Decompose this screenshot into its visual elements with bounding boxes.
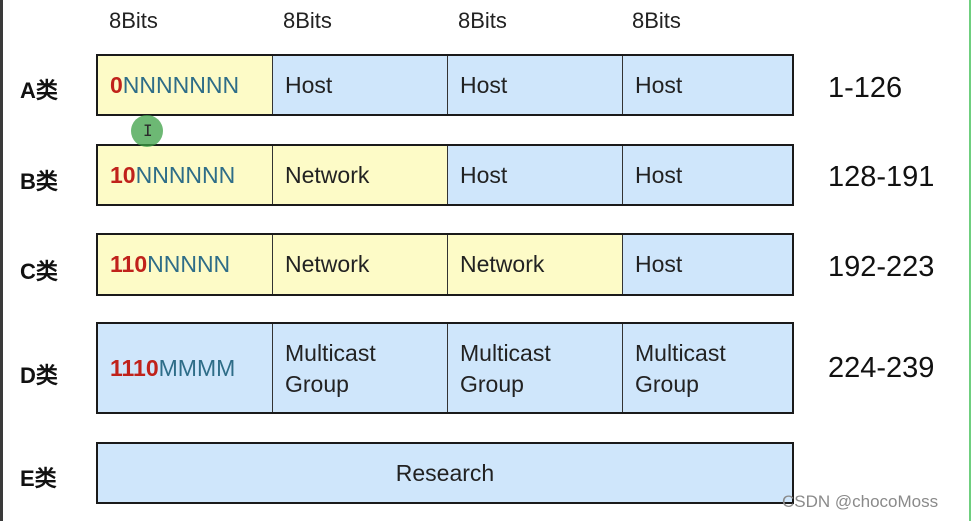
class-d-octet-4-line1: Multicast — [635, 340, 726, 366]
class-b-range: 128-191 — [828, 161, 935, 193]
class-c-label: C类 — [20, 259, 58, 284]
class-b-octet-4: Host — [623, 146, 792, 204]
class-d-octet-4-line2: Group — [635, 371, 699, 397]
class-d-octet-3-line1: Multicast — [460, 340, 551, 366]
class-a-octet-4: Host — [623, 56, 792, 114]
class-d-octet-3-line2: Group — [460, 371, 524, 397]
class-a-octet-2: Host — [273, 56, 448, 114]
cursor-highlight — [131, 115, 163, 147]
window-left-border — [0, 0, 3, 521]
bits-header-2: 8Bits — [283, 8, 332, 33]
class-d-octet-2-line2: Group — [285, 371, 349, 397]
bits-header-4: 8Bits — [632, 8, 681, 33]
class-a-range: 1-126 — [828, 72, 903, 104]
class-a-network-bits: NNNNNNN — [122, 71, 240, 98]
class-e-row: Research — [96, 442, 794, 504]
class-e-research: Research — [98, 444, 792, 502]
class-e-label: E类 — [20, 466, 57, 491]
class-a-octet-3: Host — [448, 56, 623, 114]
class-d-label: D类 — [20, 363, 58, 388]
class-d-prefix-bits: 1110 — [110, 354, 159, 381]
class-d-octet-2-line1: Multicast — [285, 340, 376, 366]
class-d-range: 224-239 — [828, 352, 935, 384]
class-d-octet-4: Multicast Group — [623, 324, 792, 412]
class-c-network-bits: NNNNN — [147, 251, 231, 277]
text-cursor-icon: I — [143, 121, 153, 140]
class-a-prefix-bits: 0 — [110, 71, 123, 98]
class-c-octet-2: Network — [273, 235, 448, 294]
bits-header-3: 8Bits — [458, 8, 507, 33]
class-b-prefix-bits: 10 — [110, 161, 136, 188]
class-b-label: B类 — [20, 169, 58, 194]
class-c-octet-3: Network — [448, 235, 623, 294]
class-d-group-bits: MMMM — [158, 354, 236, 381]
class-c-range: 192-223 — [828, 251, 935, 283]
class-b-octet-2: Network — [273, 146, 448, 204]
class-b-network-bits: NNNNNN — [135, 161, 236, 188]
class-b-octet-3: Host — [448, 146, 623, 204]
class-d-octet-2: Multicast Group — [273, 324, 448, 412]
class-c-prefix-bits: 110 — [110, 251, 148, 277]
window-right-border — [969, 0, 971, 521]
class-d-octet-3: Multicast Group — [448, 324, 623, 412]
class-c-octet-4: Host — [623, 235, 792, 294]
watermark: CSDN @chocoMoss — [782, 492, 939, 511]
bits-header-1: 8Bits — [109, 8, 158, 33]
class-a-label: A类 — [20, 78, 58, 103]
